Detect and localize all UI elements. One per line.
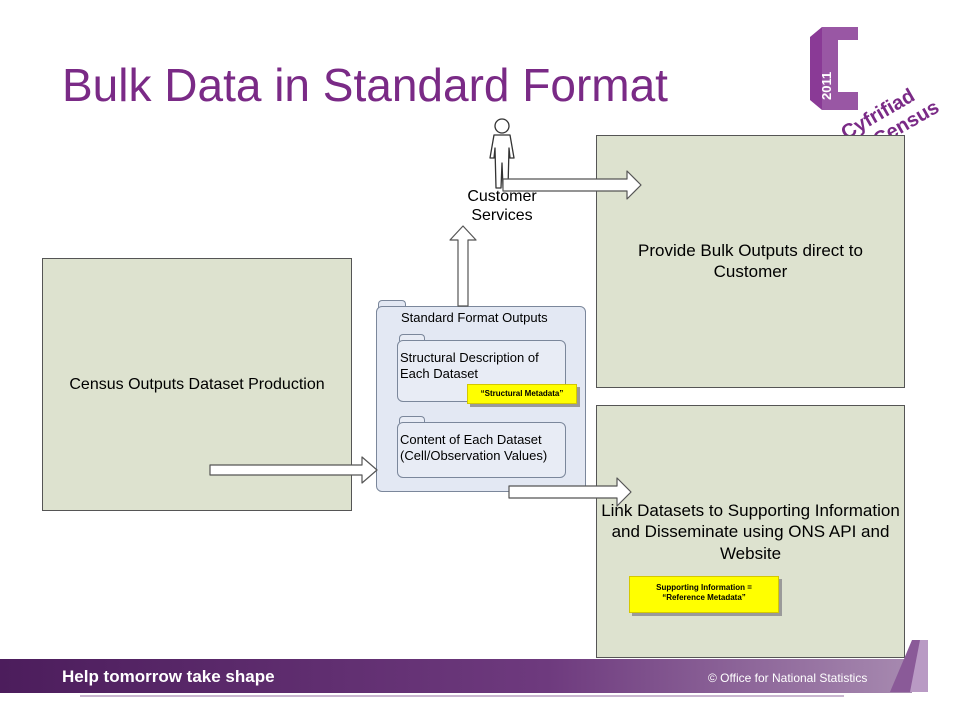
content-folder: Content of Each Dataset (Cell/Observatio… [397, 422, 566, 478]
footer-corner-accent [890, 640, 928, 692]
standard-outputs-label: Standard Format Outputs [401, 310, 548, 325]
content-folder-label: Content of Each Dataset (Cell/Observatio… [400, 432, 548, 464]
reference-metadata-note: Supporting Information = “Reference Meta… [629, 576, 779, 613]
structural-folder-tab [399, 334, 425, 341]
arrow-production-to-outputs [209, 456, 378, 484]
slide-title: Bulk Data in Standard Format [62, 59, 668, 111]
standard-outputs-folder-tab [378, 300, 406, 308]
footer-tagline: Help tomorrow take shape [62, 667, 275, 686]
content-folder-tab [399, 416, 425, 423]
arrow-outputs-to-customer [449, 225, 477, 307]
link-datasets-label: Link Datasets to Supporting Information … [601, 501, 900, 563]
footer-bar [0, 659, 912, 693]
arrow-outputs-to-link [508, 477, 632, 507]
link-datasets-box: Link Datasets to Supporting Information … [596, 405, 905, 658]
structural-metadata-note: “Structural Metadata” [467, 384, 577, 404]
footer-copyright: © Office for National Statistics [708, 671, 868, 685]
logo-year: 2011 [819, 72, 834, 100]
customer-person-icon [489, 118, 515, 189]
bulk-outputs-label: Provide Bulk Outputs direct to Customer [638, 241, 863, 282]
arrow-customer-to-bulk [502, 170, 642, 200]
dataset-production-label: Census Outputs Dataset Production [69, 376, 325, 393]
bulk-outputs-box: Provide Bulk Outputs direct to Customer [596, 135, 905, 388]
structural-folder-label: Structural Description of Each Dataset [400, 350, 539, 382]
footer-underline [80, 695, 844, 697]
customer-services-label: Customer Services [467, 188, 537, 225]
